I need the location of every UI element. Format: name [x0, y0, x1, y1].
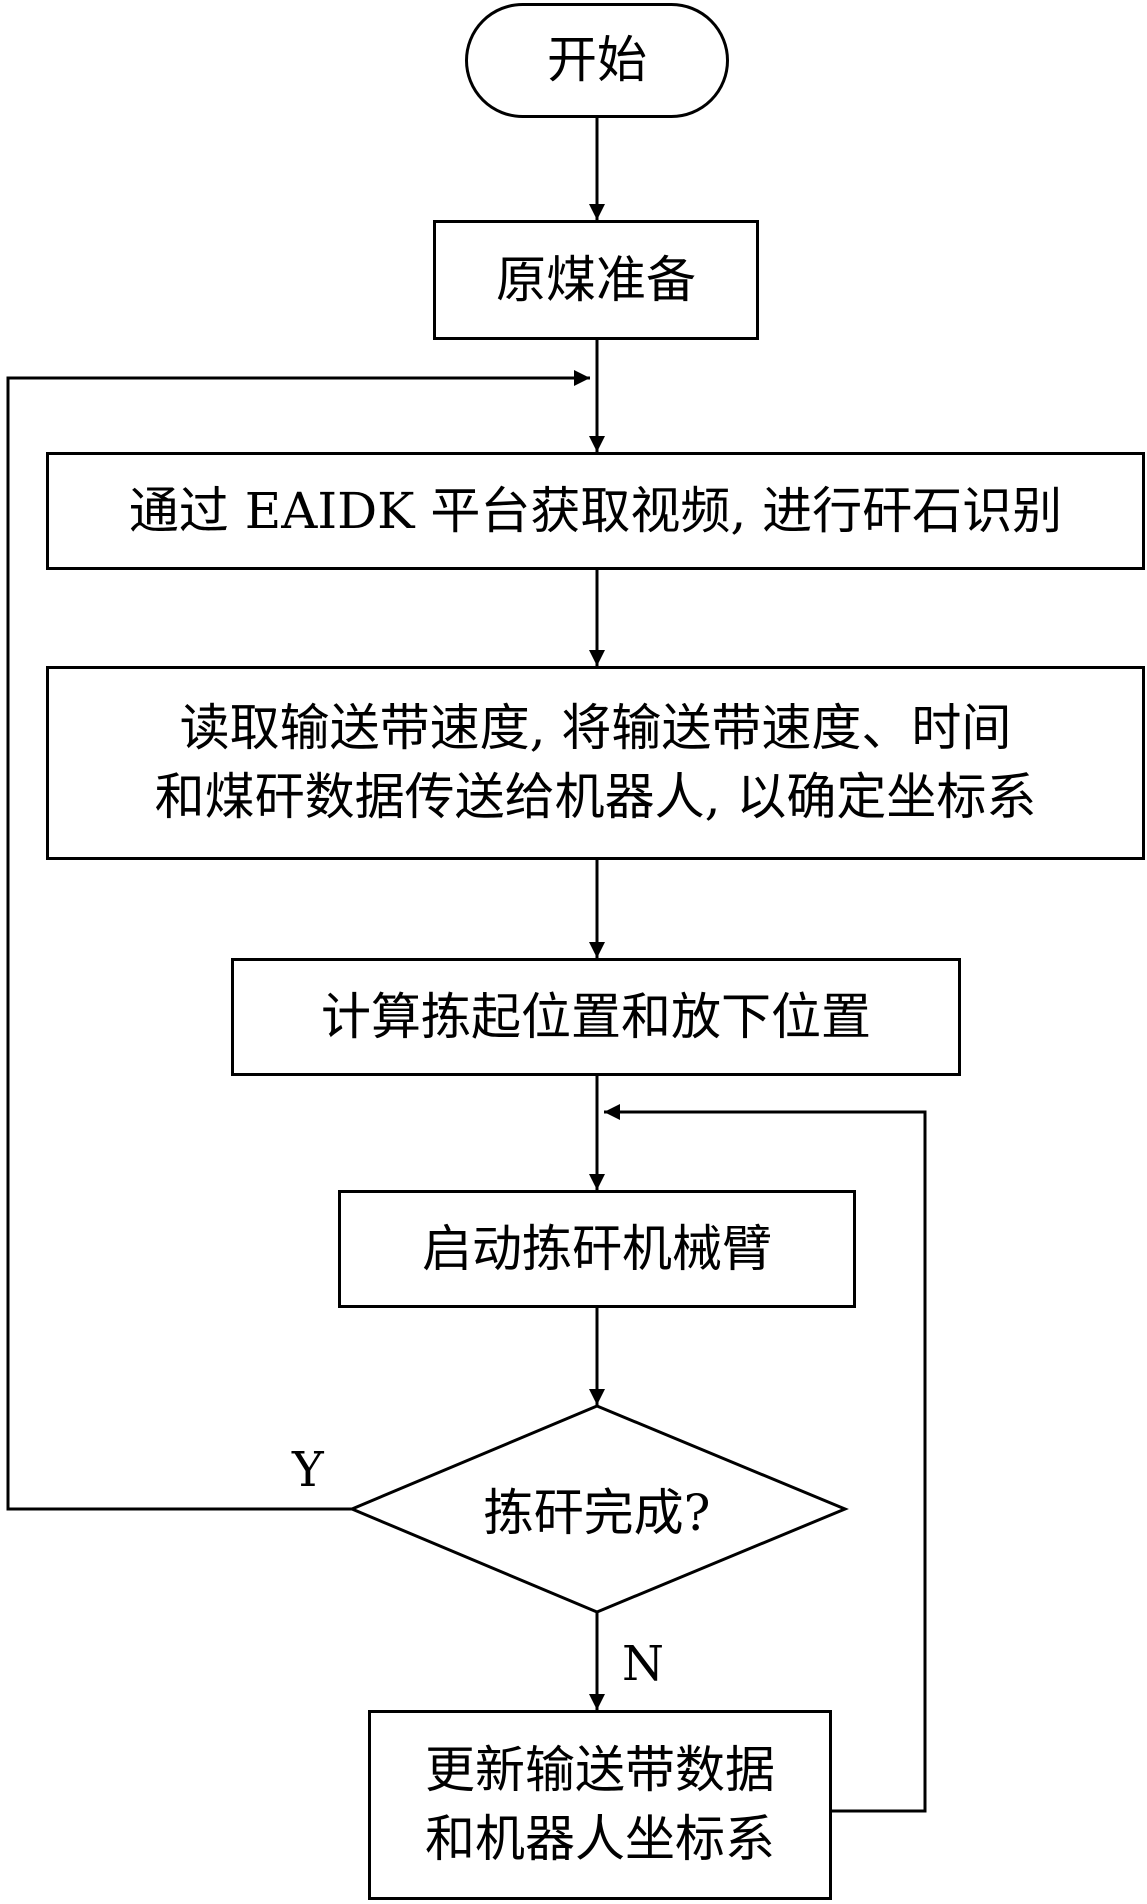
start-arm-box: 启动拣矸机械臂	[338, 1190, 856, 1308]
read-speed-line1: 读取输送带速度, 将输送带速度、时间	[179, 699, 1012, 757]
prepare-coal-label: 原煤准备	[496, 250, 696, 309]
acquire-video-label: 通过 EAIDK 平台获取视频, 进行矸石识别	[128, 481, 1063, 540]
acquire-video-box: 通过 EAIDK 平台获取视频, 进行矸石识别	[46, 452, 1145, 570]
prepare-coal-box: 原煤准备	[433, 220, 759, 340]
start-arm-label: 启动拣矸机械臂	[422, 1219, 772, 1278]
decision-diamond	[348, 1404, 849, 1614]
yes-branch-label: Y	[292, 1442, 324, 1498]
arrow-yes-loop	[6, 370, 590, 1511]
start-label: 开始	[547, 31, 647, 89]
update-line1: 更新输送带数据	[425, 1741, 775, 1799]
update-line2: 和机器人坐标系	[425, 1810, 775, 1868]
compute-positions-label: 计算拣起位置和放下位置	[321, 987, 871, 1046]
decision-label: 拣矸完成?	[483, 1484, 711, 1542]
read-speed-line2: 和煤矸数据传送给机器人, 以确定坐标系	[154, 768, 1037, 826]
arrow-update-loop	[604, 1104, 927, 1813]
no-branch-label: N	[622, 1636, 664, 1692]
start-node: 开始	[465, 3, 729, 118]
compute-positions-box: 计算拣起位置和放下位置	[231, 958, 961, 1076]
read-speed-box: 读取输送带速度, 将输送带速度、时间 和煤矸数据传送给机器人, 以确定坐标系	[46, 666, 1145, 860]
update-box: 更新输送带数据 和机器人坐标系	[368, 1710, 832, 1900]
